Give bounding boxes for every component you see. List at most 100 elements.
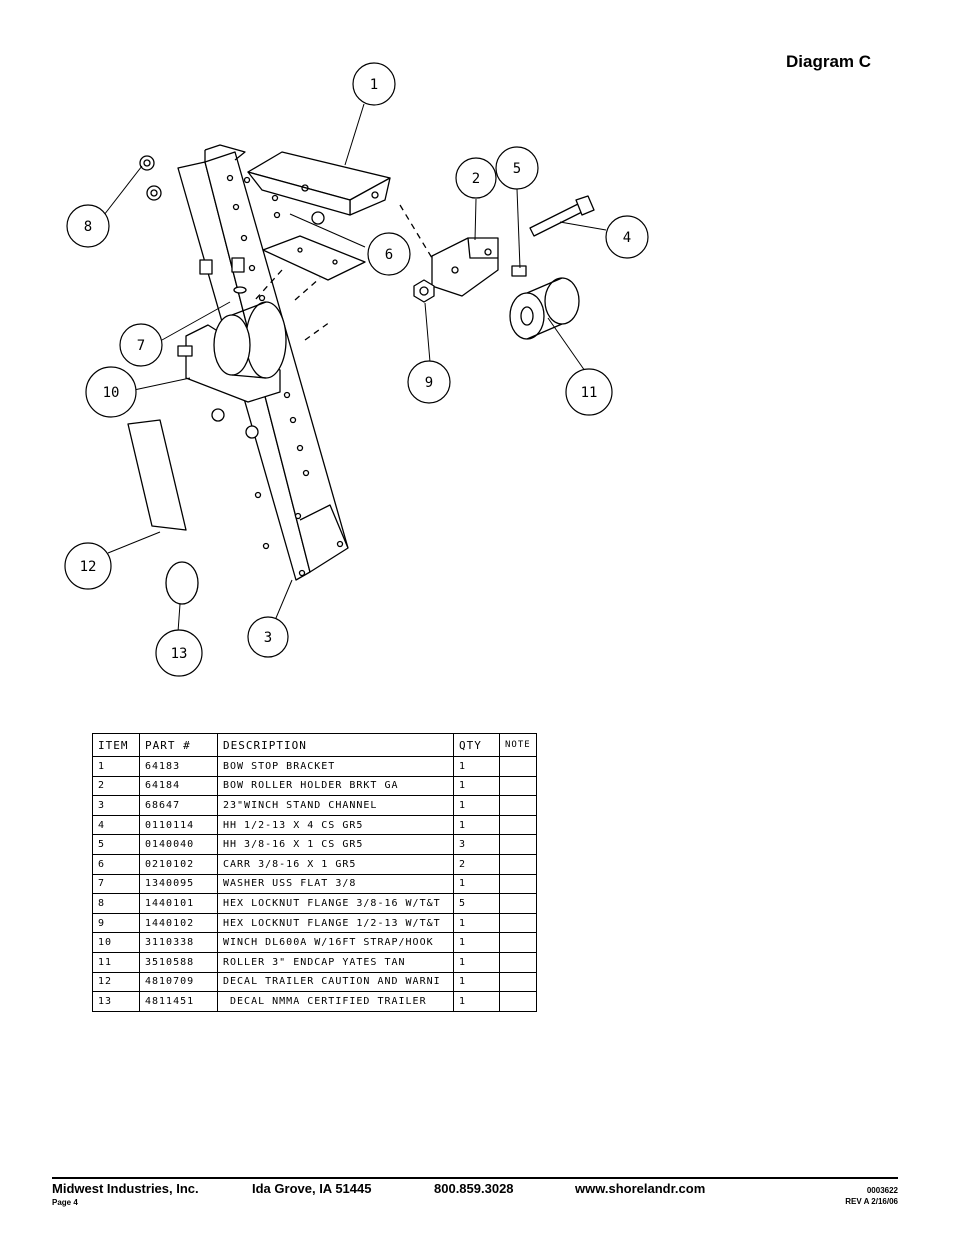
callout-13: 13 bbox=[171, 646, 188, 662]
cell-description: WASHER USS FLAT 3/8 bbox=[217, 873, 454, 895]
callout-2: 2 bbox=[472, 171, 480, 187]
cell-note bbox=[499, 893, 537, 914]
cell-description: BOW STOP BRACKET bbox=[217, 756, 454, 777]
footer-phone: 800.859.3028 bbox=[434, 1181, 514, 1196]
cell-description: 23"WINCH STAND CHANNEL bbox=[217, 795, 454, 816]
header-note: NOTE bbox=[499, 733, 537, 757]
cell-part-number: 0210102 bbox=[139, 853, 218, 875]
cell-part-number: 0140040 bbox=[139, 834, 218, 855]
cell-qty: 5 bbox=[453, 893, 500, 914]
cell-qty: 1 bbox=[453, 873, 500, 895]
cell-item: 5 bbox=[92, 834, 140, 855]
diagram-title: Diagram C bbox=[786, 52, 872, 71]
footer-company: Midwest Industries, Inc. bbox=[52, 1181, 199, 1196]
callout-11: 11 bbox=[581, 385, 598, 401]
callout-3: 3 bbox=[264, 630, 272, 646]
cell-part-number: 64184 bbox=[139, 775, 218, 797]
decal-nmma bbox=[165, 561, 199, 605]
cell-qty: 1 bbox=[453, 795, 500, 816]
cell-part-number: 1340095 bbox=[139, 873, 218, 895]
cell-qty: 3 bbox=[453, 834, 500, 855]
footer-city: Ida Grove, IA 51445 bbox=[252, 1181, 372, 1196]
cell-qty: 1 bbox=[453, 756, 500, 777]
cell-description: HH 3/8-16 X 1 CS GR5 bbox=[217, 834, 454, 855]
cell-part-number: 64183 bbox=[139, 756, 218, 777]
cell-qty: 1 bbox=[453, 814, 500, 836]
cell-item: 7 bbox=[92, 873, 140, 895]
hex-bolt-short bbox=[511, 265, 527, 277]
cell-item: 8 bbox=[92, 893, 140, 914]
cell-note bbox=[499, 932, 537, 953]
hex-bolt-long bbox=[529, 195, 595, 237]
footer-revision: REV A 2/16/06 bbox=[845, 1197, 898, 1206]
cell-part-number: 1440102 bbox=[139, 912, 218, 934]
cell-note bbox=[499, 853, 537, 875]
cell-qty: 1 bbox=[453, 775, 500, 797]
cell-note bbox=[499, 834, 537, 855]
cell-qty: 2 bbox=[453, 853, 500, 875]
cell-qty: 1 bbox=[453, 951, 500, 973]
cell-item: 3 bbox=[92, 795, 140, 816]
cell-note bbox=[499, 873, 537, 895]
cell-part-number: 3510588 bbox=[139, 951, 218, 973]
callout-12: 12 bbox=[80, 559, 97, 575]
cell-item: 6 bbox=[92, 853, 140, 875]
cell-item: 9 bbox=[92, 912, 140, 934]
cell-item: 12 bbox=[92, 971, 140, 993]
callout-10: 10 bbox=[103, 385, 120, 401]
callout-5: 5 bbox=[513, 161, 521, 177]
cell-qty: 1 bbox=[453, 912, 500, 934]
bow-stop-bracket bbox=[247, 151, 391, 216]
cell-item: 4 bbox=[92, 814, 140, 836]
callout-4: 4 bbox=[623, 230, 631, 246]
callout-9: 9 bbox=[425, 375, 433, 391]
header-item: ITEM bbox=[92, 733, 140, 757]
callout-7: 7 bbox=[137, 338, 145, 354]
cell-note bbox=[499, 951, 537, 973]
cell-qty: 1 bbox=[453, 991, 500, 1012]
footer-divider bbox=[52, 1177, 898, 1179]
header-description: DESCRIPTION bbox=[217, 733, 454, 757]
cell-note bbox=[499, 971, 537, 993]
callout-6: 6 bbox=[385, 247, 393, 263]
footer-website: www.shorelandr.com bbox=[575, 1181, 706, 1196]
cell-qty: 1 bbox=[453, 971, 500, 993]
footer-doc-number: 0003622 bbox=[866, 1186, 898, 1195]
winch bbox=[177, 301, 287, 403]
cell-description: ROLLER 3" ENDCAP YATES TAN bbox=[217, 951, 454, 973]
assembly-lines bbox=[254, 204, 433, 341]
cell-item: 2 bbox=[92, 775, 140, 797]
exploded-parts-drawing: 1 2 3 4 5 6 7 8 9 10 11 12 13 bbox=[64, 62, 649, 677]
cell-note bbox=[499, 775, 537, 797]
header-qty: QTY bbox=[453, 733, 500, 757]
cell-item: 11 bbox=[92, 951, 140, 973]
carriage-bolts bbox=[199, 257, 247, 294]
cell-item: 1 bbox=[92, 756, 140, 777]
callout-circles bbox=[64, 62, 649, 677]
cell-qty: 1 bbox=[453, 932, 500, 953]
cell-part-number: 3110338 bbox=[139, 932, 218, 953]
cell-item: 13 bbox=[92, 991, 140, 1012]
cell-part-number: 4811451 bbox=[139, 991, 218, 1012]
cell-description: BOW ROLLER HOLDER BRKT GA bbox=[217, 775, 454, 797]
cell-note bbox=[499, 912, 537, 934]
callout-8: 8 bbox=[84, 219, 92, 235]
cell-note bbox=[499, 756, 537, 777]
cell-description: WINCH DL600A W/16FT STRAP/HOOK bbox=[217, 932, 454, 953]
bolt-plate bbox=[262, 211, 366, 281]
cell-description: CARR 3/8-16 X 1 GR5 bbox=[217, 853, 454, 875]
locknut-small bbox=[139, 155, 259, 439]
cell-item: 10 bbox=[92, 932, 140, 953]
cell-note bbox=[499, 991, 537, 1012]
